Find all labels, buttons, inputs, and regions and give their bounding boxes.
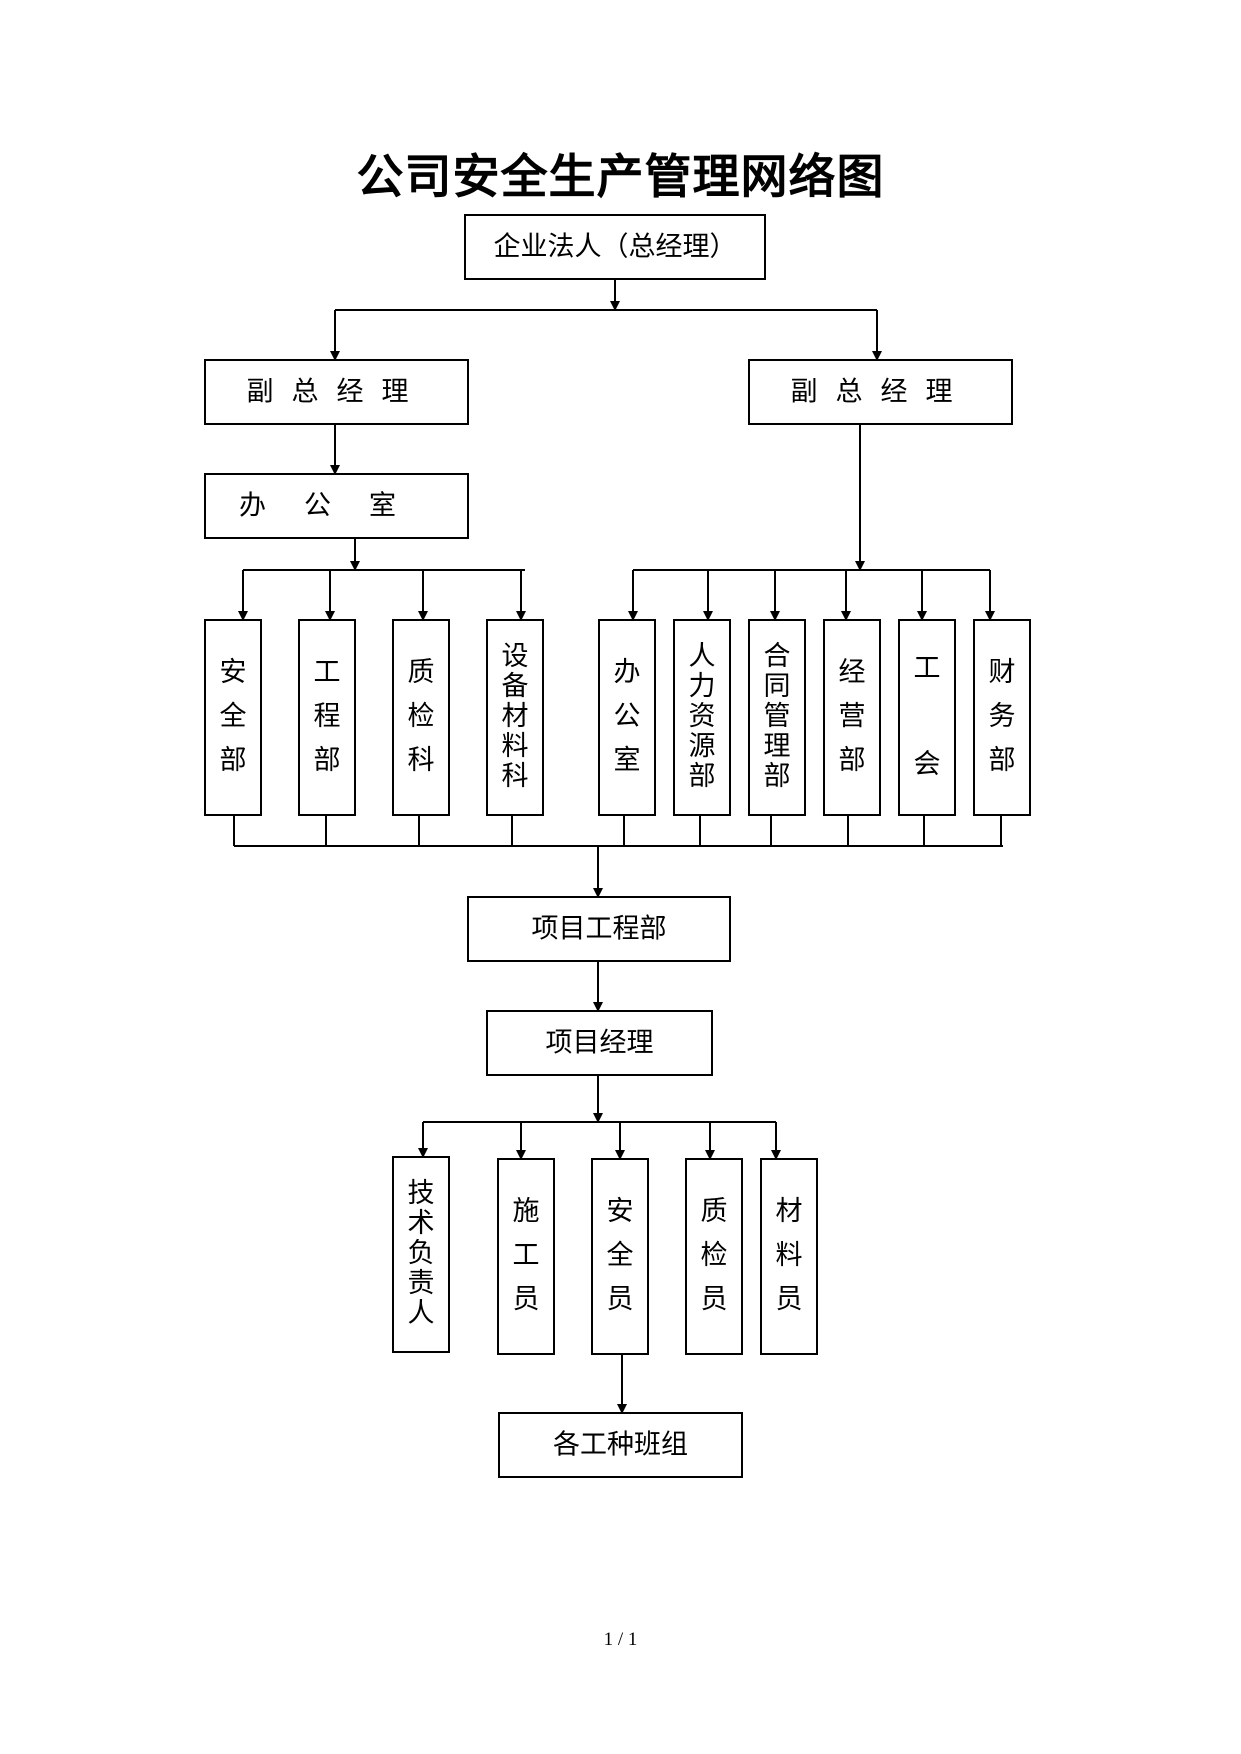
node-label: 合同管理部 [764,641,791,792]
node-dept-business: 经营部 [823,619,881,816]
node-box [598,619,656,816]
node-box [486,1010,713,1076]
node-legal-person: 企业法人（总经理） [464,214,766,280]
node-label: 项目经理 [546,1028,654,1059]
node-box [467,896,731,962]
node-box [685,1158,743,1355]
node-box [748,359,1013,425]
node-label: 技术负责人 [408,1178,435,1329]
node-role-safety: 安全员 [591,1158,649,1355]
node-label: 质检科 [408,657,435,776]
node-box [498,1412,743,1478]
node-box [823,619,881,816]
node-work-teams: 各工种班组 [498,1412,743,1478]
node-box [898,619,956,816]
node-vp-right: 副总经理 [748,359,1013,425]
node-label: 企业法人（总经理） [494,232,737,263]
node-dept-quality: 质检科 [392,619,450,816]
node-label: 经营部 [839,657,866,776]
node-role-tech: 技术负责人 [392,1156,450,1353]
node-dept-contract: 合同管理部 [748,619,806,816]
node-dept-union: 工会 [898,619,956,816]
node-label: 质检员 [701,1196,728,1315]
node-label: 各工种班组 [553,1430,688,1461]
node-box [298,619,356,816]
node-dept-safety: 安全部 [204,619,262,816]
node-dept-engineering: 工程部 [298,619,356,816]
page-title: 公司安全生产管理网络图 [356,150,885,205]
node-box [497,1158,555,1355]
node-office-main: 办公室 [204,473,469,539]
node-box [486,619,544,816]
node-label: 办公室 [614,657,641,776]
node-label: 安全部 [220,657,247,776]
node-dept-office: 办公室 [598,619,656,816]
node-label: 财务部 [989,657,1016,776]
node-label: 办公室 [239,491,434,522]
node-box [591,1158,649,1355]
node-project-dept: 项目工程部 [467,896,731,962]
node-box [748,619,806,816]
node-label: 人力资源部 [689,641,716,792]
node-role-quality: 质检员 [685,1158,743,1355]
node-label: 副总经理 [791,377,971,408]
node-box [760,1158,818,1355]
node-label: 副总经理 [247,377,427,408]
node-role-construction: 施工员 [497,1158,555,1355]
node-label: 工会 [914,653,941,780]
node-dept-finance: 财务部 [973,619,1031,816]
node-label: 安全员 [607,1196,634,1315]
node-dept-equipment: 设备材料科 [486,619,544,816]
node-box [673,619,731,816]
node-vp-left: 副总经理 [204,359,469,425]
node-box [204,473,469,539]
node-label: 工程部 [314,657,341,776]
node-project-manager: 项目经理 [486,1010,713,1076]
node-role-material: 材料员 [760,1158,818,1355]
node-label: 设备材料科 [502,641,529,792]
node-label: 材料员 [776,1196,803,1315]
node-box [464,214,766,280]
connector-lines [233,279,1003,1414]
node-dept-hr: 人力资源部 [673,619,731,816]
node-box [392,619,450,816]
node-box [204,619,262,816]
node-label: 施工员 [513,1196,540,1315]
node-box [973,619,1031,816]
node-box [204,359,469,425]
node-box [392,1156,450,1353]
page-number: 1 / 1 [603,1629,638,1650]
node-label: 项目工程部 [532,914,667,945]
